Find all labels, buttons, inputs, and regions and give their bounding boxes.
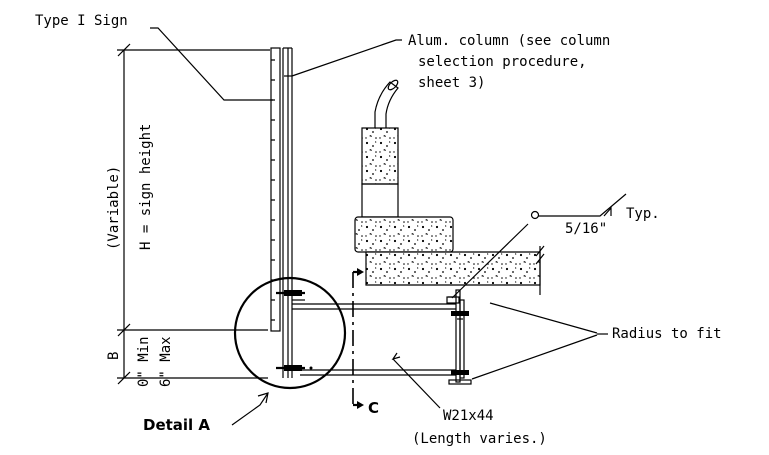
column-bolts: [276, 290, 313, 371]
detail-a-circle: [233, 276, 347, 390]
alum-column: [282, 47, 293, 378]
dimension-line: [117, 43, 270, 385]
beam-label: W21x44: [443, 408, 494, 424]
section-mark-label: C: [368, 399, 379, 417]
alum-column-label-line1: Alum. column (see column: [408, 33, 610, 49]
b-label: B: [106, 352, 122, 360]
concrete-curb: [354, 216, 545, 295]
sign-panel: [270, 47, 281, 332]
type-i-sign-label: Type I Sign: [35, 13, 128, 29]
beam-w21x44: [292, 296, 456, 376]
typ-label: Typ.: [626, 206, 660, 222]
length-label: (Length varies.): [412, 431, 547, 447]
radius-label: Radius to fit: [612, 326, 722, 342]
weld-size-label: 5/16": [565, 221, 607, 237]
max-label: 6" Max: [158, 336, 174, 387]
variable-label: (Variable): [106, 166, 122, 250]
leader-lines: [150, 27, 627, 426]
concrete-post: [361, 79, 399, 218]
detail-a-label: Detail A: [143, 416, 210, 434]
alum-column-label-line3: sheet 3): [418, 75, 485, 91]
alum-column-label-line2: selection procedure,: [418, 54, 587, 70]
min-label: 0" Min: [136, 336, 152, 387]
sign-height-label: H = sign height: [138, 124, 154, 250]
section-cut-line: [352, 268, 364, 409]
